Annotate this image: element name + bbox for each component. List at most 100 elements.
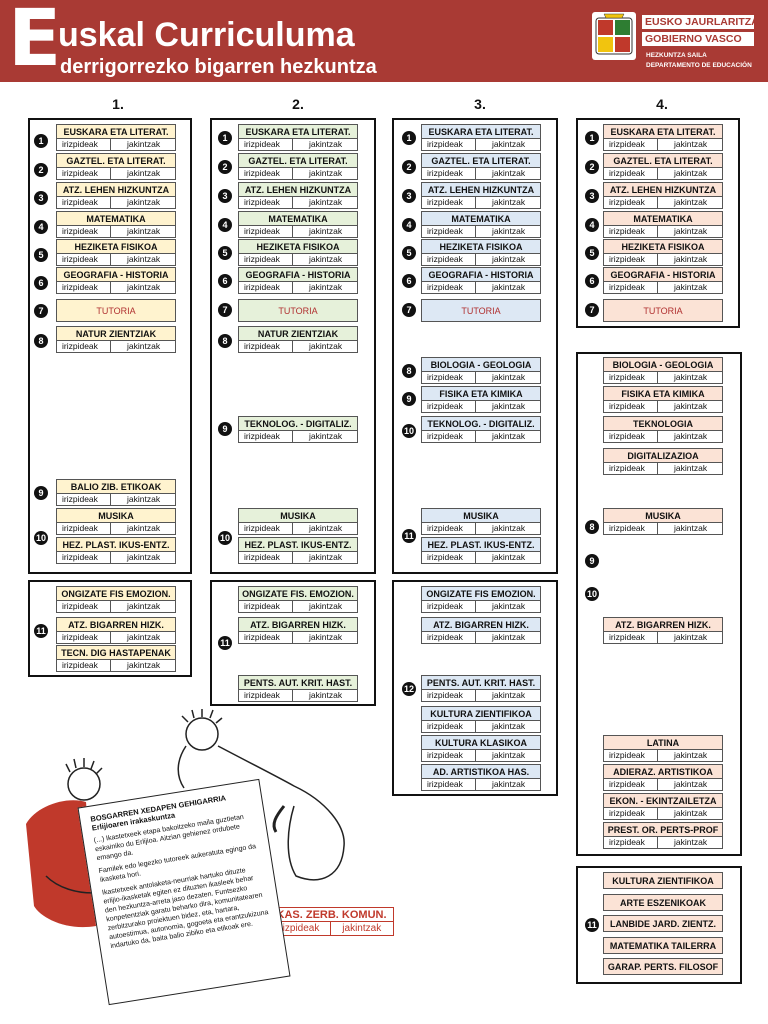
knowledge-link[interactable]: jakintzak (292, 523, 357, 534)
knowledge-link[interactable]: jakintzak (110, 254, 175, 265)
knowledge-link[interactable]: jakintzak (475, 372, 540, 383)
knowledge-link[interactable]: jakintzak (292, 552, 357, 563)
knowledge-link[interactable]: jakintzak (657, 226, 722, 237)
knowledge-link[interactable]: jakintzak (657, 282, 722, 293)
knowledge-link[interactable]: jakintzak (657, 197, 722, 208)
knowledge-link[interactable]: jakintzak (475, 750, 540, 761)
criteria-link[interactable]: irizpideak (609, 226, 645, 236)
criteria-link[interactable]: irizpideak (62, 282, 98, 292)
criteria-link[interactable]: irizpideak (427, 168, 463, 178)
criteria-link[interactable]: irizpideak (244, 226, 280, 236)
criteria-link[interactable]: irizpideak (609, 463, 645, 473)
criteria-link[interactable]: irizpideak (62, 226, 98, 236)
criteria-link[interactable]: irizpideak (244, 341, 280, 351)
criteria-link[interactable]: irizpideak (609, 254, 645, 264)
criteria-link[interactable]: irizpideak (427, 226, 463, 236)
criteria-link[interactable]: irizpideak (62, 494, 98, 504)
knowledge-link[interactable]: jakintzak (475, 168, 540, 179)
criteria-link[interactable]: irizpideak (427, 401, 463, 411)
knowledge-link[interactable]: jakintzak (292, 197, 357, 208)
knowledge-link[interactable]: jakintzak (475, 197, 540, 208)
criteria-link[interactable]: irizpideak (244, 139, 280, 149)
criteria-link[interactable]: irizpideak (62, 523, 98, 533)
knowledge-link[interactable]: jakintzak (110, 282, 175, 293)
tutoria-card[interactable]: TUTORIA (56, 299, 176, 322)
criteria-link[interactable]: irizpideak (244, 552, 280, 562)
knowledge-link[interactable]: jakintzak (110, 139, 175, 150)
knowledge-link[interactable]: jakintzak (475, 254, 540, 265)
knowledge-link[interactable]: jakintzak (657, 254, 722, 265)
criteria-link[interactable]: irizpideak (427, 431, 463, 441)
criteria-link[interactable]: irizpideak (427, 552, 463, 562)
criteria-link[interactable]: irizpideak (427, 197, 463, 207)
knowledge-link[interactable]: jakintzak (110, 197, 175, 208)
criteria-link[interactable]: irizpideak (609, 808, 645, 818)
criteria-link[interactable]: irizpideak (62, 168, 98, 178)
elective-card[interactable]: LANBIDE JARD. ZIENTZ. (603, 915, 723, 932)
criteria-link[interactable]: irizpideak (427, 282, 463, 292)
knowledge-link[interactable]: jakintzak (475, 779, 540, 790)
knowledge-link[interactable]: jakintzak (110, 494, 175, 505)
criteria-link[interactable]: irizpideak (244, 601, 280, 611)
knowledge-link[interactable]: jakintzak (657, 463, 722, 474)
knowledge-link[interactable]: jakintzak (292, 341, 357, 352)
criteria-link[interactable]: irizpideak (244, 197, 280, 207)
criteria-link[interactable]: irizpideak (609, 282, 645, 292)
knowledge-link[interactable]: jakintzak (475, 282, 540, 293)
knowledge-link[interactable]: jakintzak (657, 837, 722, 848)
knowledge-link[interactable]: jakintzak (110, 523, 175, 534)
criteria-link[interactable]: irizpideak (609, 168, 645, 178)
knowledge-link[interactable]: jakintzak (657, 401, 722, 412)
knowledge-link[interactable]: jakintzak (110, 601, 175, 612)
knowledge-link[interactable]: jakintzak (475, 552, 540, 563)
elective-card[interactable]: ARTE ESZENIKOAK (603, 893, 723, 911)
knowledge-link[interactable]: jakintzak (475, 601, 540, 612)
knowledge-link[interactable]: jakintzak (292, 168, 357, 179)
knowledge-link[interactable]: jakintzak (657, 372, 722, 383)
knowledge-link[interactable]: jakintzak (292, 139, 357, 150)
knowledge-link[interactable]: jakintzak (475, 523, 540, 534)
knowledge-link[interactable]: jakintzak (292, 431, 357, 442)
knowledge-link[interactable]: jakintzak (110, 226, 175, 237)
criteria-link[interactable]: irizpideak (427, 372, 463, 382)
criteria-link[interactable]: irizpideak (244, 632, 280, 642)
knowledge-link[interactable]: jakintzak (657, 808, 722, 819)
knowledge-link[interactable]: jakintzak (110, 632, 175, 643)
knowledge-link[interactable]: jakintzak (292, 690, 357, 701)
